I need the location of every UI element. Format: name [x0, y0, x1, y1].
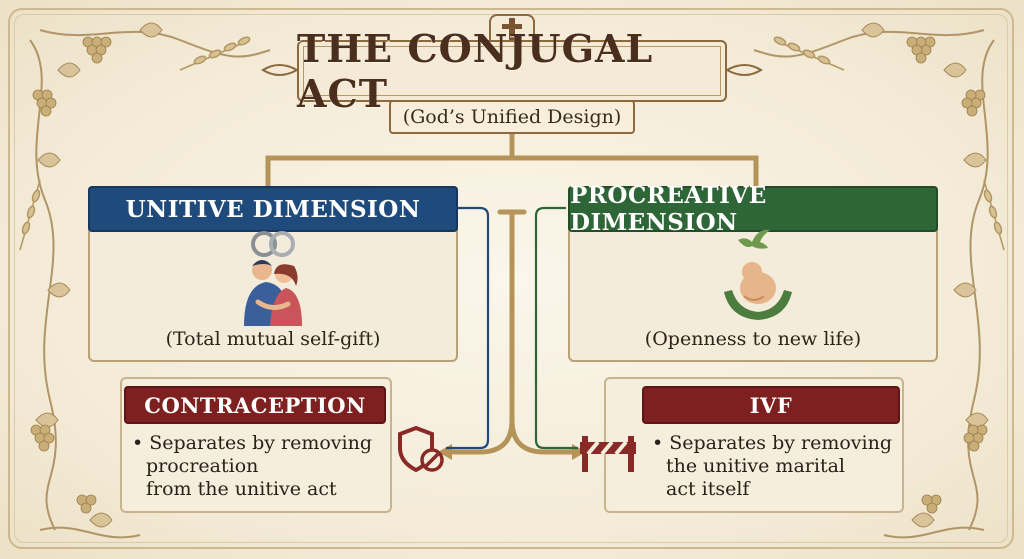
dove-icon	[738, 229, 770, 249]
procreative-heading: PROCREATIVE DIMENSION	[568, 182, 938, 236]
bullet-line: from the unitive act	[146, 478, 337, 500]
bullet-line: • Separates by removing	[132, 432, 373, 454]
wedding-rings-icon	[251, 231, 295, 257]
unitive-caption: (Total mutual self-gift)	[165, 328, 381, 350]
bullet-line: procreation	[146, 455, 259, 477]
unitive-heading: UNITIVE DIMENSION	[88, 186, 458, 232]
barrier-icon	[580, 436, 636, 472]
shield-prohibited-icon	[398, 425, 444, 473]
page-title: THE CONJUGAL ACT	[297, 26, 654, 116]
bullet-line: • Separates by removing	[652, 432, 893, 454]
ornate-frame	[8, 8, 1014, 549]
contraception-bullet: • Separates by removing procreation from…	[132, 432, 382, 501]
ivf-bullet: • Separates by removing the unitive mari…	[652, 432, 898, 501]
embracing-couple-icon	[244, 260, 302, 326]
page-subtitle: (God’s Unified Design)	[389, 100, 635, 134]
contraception-heading: CONTRACEPTION	[124, 386, 386, 424]
ivf-heading: IVF	[642, 386, 900, 424]
bullet-line: the unitive marital	[666, 455, 845, 477]
baby-in-hands-icon	[724, 262, 792, 320]
procreative-caption: (Openness to new life)	[644, 328, 862, 350]
bullet-line: act itself	[666, 478, 750, 500]
